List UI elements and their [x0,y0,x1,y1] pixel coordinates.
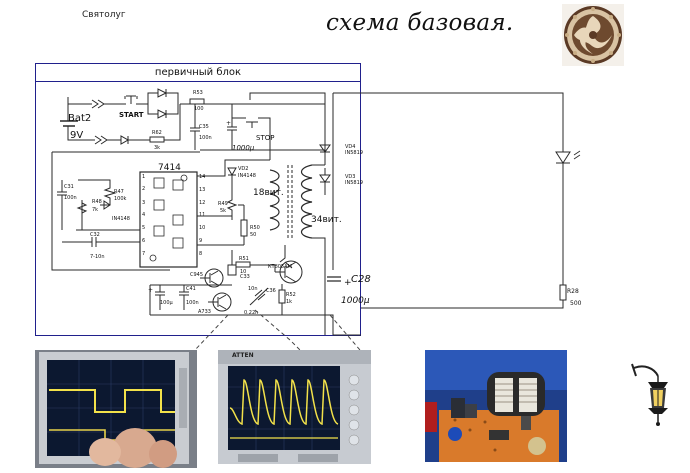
c28-value: 1000µ [341,296,370,306]
stop-label: STOP [256,134,274,142]
r50-label: R50 [250,225,260,231]
c41-label: C41 [186,286,196,292]
c36-label: C36 [266,288,276,294]
r52-label: R52 [286,292,296,298]
r47-label: R47 [114,189,124,195]
oscilloscope-photo-1 [35,350,197,468]
r28-label: R28 [567,288,579,295]
r49-value: 5k [220,208,226,214]
svg-text:7: 7 [142,251,145,257]
ic-7414 [139,171,198,268]
c32-label: C32 [90,232,100,238]
vd3-value: IN5819 [345,180,363,186]
in4148-label: IN4148 [112,216,130,222]
ic-label: 7414 [158,163,181,173]
c41-value: 100n [186,300,199,306]
r50-value: 50 [250,232,256,238]
c33-value: 10n [248,286,258,292]
r48-label: R48 [92,199,102,205]
c945-label: C945 [190,272,203,278]
svg-text:+: + [344,278,352,288]
svg-text:5: 5 [142,225,145,231]
c31-label: C31 [64,184,74,190]
c36-value: 0.22n [244,310,258,316]
svg-text:3: 3 [142,200,145,206]
r53-value: 100 [194,106,204,112]
circuit-schematic: Bat2 9V START R53 100 R62 3k C35 100n + … [51,88,582,350]
svg-text:1: 1 [142,174,145,180]
r51-value: 10 [240,269,246,275]
start-switch [118,95,148,105]
c28-label: C28 [351,274,371,285]
r48-value: 7k [92,207,98,213]
scope-brand-label: ATTEN [232,352,254,359]
author-label: Святолуг [82,10,126,20]
primary-block-frame [35,63,361,336]
svg-text:13: 13 [199,187,205,193]
emblem-image [562,4,624,66]
output-led-icon [555,145,581,285]
svg-text:4: 4 [142,212,145,218]
battery-bat2 [60,104,95,141]
oscilloscope-photo-2: ATTEN [218,350,371,464]
r49-label: R49 [218,201,228,207]
r62-label: R62 [152,130,162,136]
turns-secondary-label: 34вит. [311,215,342,225]
svg-text:8: 8 [199,251,202,257]
a733-label: A733 [198,309,211,315]
vd2-value: IN4148 [238,173,256,179]
vd4-label: VD4 [345,144,355,150]
primary-block-title: первичный блок [35,64,361,82]
svg-text:9: 9 [199,238,202,244]
c35-value: 100n [199,135,212,141]
vd3-label: VD3 [345,174,355,180]
c35-label: C35 [199,124,209,130]
r51-label: R51 [239,256,249,262]
r52-value: 1k [286,299,292,305]
r28-value: 500 [570,300,582,307]
svg-text:+: + [148,287,153,294]
kt805-label: КТ805АМ [268,264,292,270]
vd2-label: VD2 [238,166,248,172]
svg-text:11: 11 [199,212,205,218]
battery-label: Bat2 [68,113,91,124]
r62-value: 3k [154,145,160,151]
c33-label: C33 [240,274,250,280]
c-low-value: 100µ [160,300,174,306]
lantern-icon [631,363,668,426]
svg-text:6: 6 [142,238,145,244]
r53-label: R53 [193,90,203,96]
c31-value: 100n [64,195,77,201]
c32-value: 7-10n [90,254,105,260]
turns-primary-label: 18вит. [253,188,284,198]
battery-voltage-label: 9V [70,130,83,141]
c-stop-value: 1000µ [232,144,255,152]
svg-text:14: 14 [199,174,205,180]
start-label: START [119,111,144,119]
svg-text:12: 12 [199,200,205,206]
r47-value: 100k [114,196,127,202]
page-title: схема базовая. [326,10,514,36]
svg-text:+: + [226,120,231,127]
svg-text:2: 2 [142,186,145,192]
svg-text:10: 10 [199,225,205,231]
assembled-board-photo [425,350,567,462]
vd4-value: IN5819 [345,150,363,156]
